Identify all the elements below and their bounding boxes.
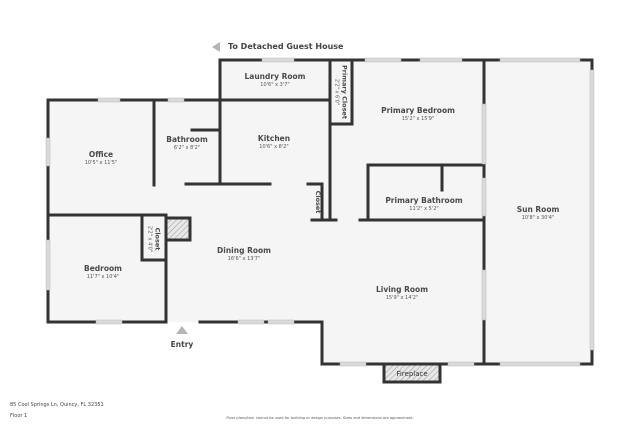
floor-label: Floor 1 (10, 413, 28, 419)
guest-house-label: To Detached Guest House (228, 42, 344, 51)
fireplace-label: Fireplace (396, 370, 428, 378)
room-kitchen-closet: Closet (314, 190, 322, 214)
address-text: 85 Cool Springs Ln, Quincy, FL 32351 (10, 402, 104, 408)
floor-fill (48, 60, 592, 364)
disclaimer-text: Floor plans/tour cannot be used for buil… (226, 416, 414, 420)
entry-label: Entry (170, 340, 194, 349)
windows (45, 57, 595, 367)
guest-house-arrow-icon (212, 42, 220, 52)
chimney-block (164, 216, 192, 242)
fireplace-block (382, 362, 442, 384)
entry-arrow-icon (176, 326, 188, 334)
